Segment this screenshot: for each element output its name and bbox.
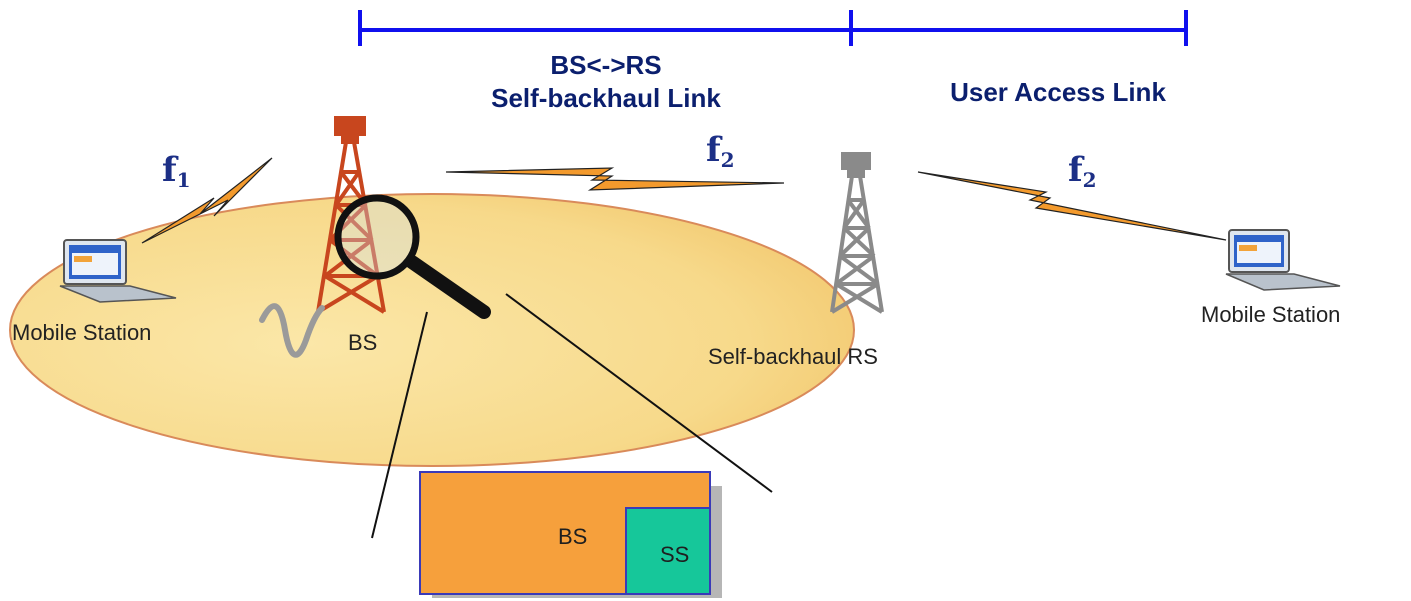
coverage-area: [9, 193, 855, 467]
laptop-right-icon: [1225, 229, 1341, 291]
f1-base: f: [162, 150, 177, 190]
frequency-f2-backhaul-label: f2: [706, 130, 735, 172]
f2-access-base: f: [1068, 150, 1083, 190]
ss-box: [625, 507, 711, 595]
bs-label: BS: [348, 330, 378, 355]
f2-backhaul-sub: 2: [720, 148, 735, 172]
inset-bs-label: BS: [558, 524, 588, 549]
zoom-line-left: [371, 311, 428, 539]
zoom-line-right: [505, 293, 773, 493]
access-link-label: User Access Link: [950, 77, 1166, 107]
link-bracket: [358, 10, 1188, 46]
f1-sub: 1: [176, 168, 191, 192]
mobile-station-left-label: Mobile Station: [12, 320, 152, 345]
rs-tower: [830, 152, 884, 314]
lightning-f1: [141, 157, 273, 244]
laptop-left-icon: [59, 239, 177, 303]
bs-cable: [259, 303, 325, 358]
frequency-f1-label: f1: [162, 150, 191, 192]
backhaul-label-line2: Self-backhaul Link: [491, 83, 721, 113]
mobile-station-right-label: Mobile Station: [1201, 302, 1341, 327]
inset-ss-label: SS: [660, 542, 690, 567]
lightning-backhaul: [445, 167, 785, 191]
magnifier-icon: [334, 194, 491, 319]
f2-backhaul-base: f: [706, 130, 721, 170]
bs-tower: [316, 116, 386, 314]
f2-access-sub: 2: [1082, 168, 1097, 192]
backhaul-link-label: BS<->RS Self-backhaul Link: [486, 49, 726, 115]
frequency-f2-access-label: f2: [1068, 150, 1097, 192]
lightning-access: [917, 171, 1227, 241]
bs-ss-inset: [419, 471, 722, 598]
rs-label: Self-backhaul RS: [708, 344, 878, 369]
backhaul-label-line1: BS<->RS: [550, 50, 662, 80]
